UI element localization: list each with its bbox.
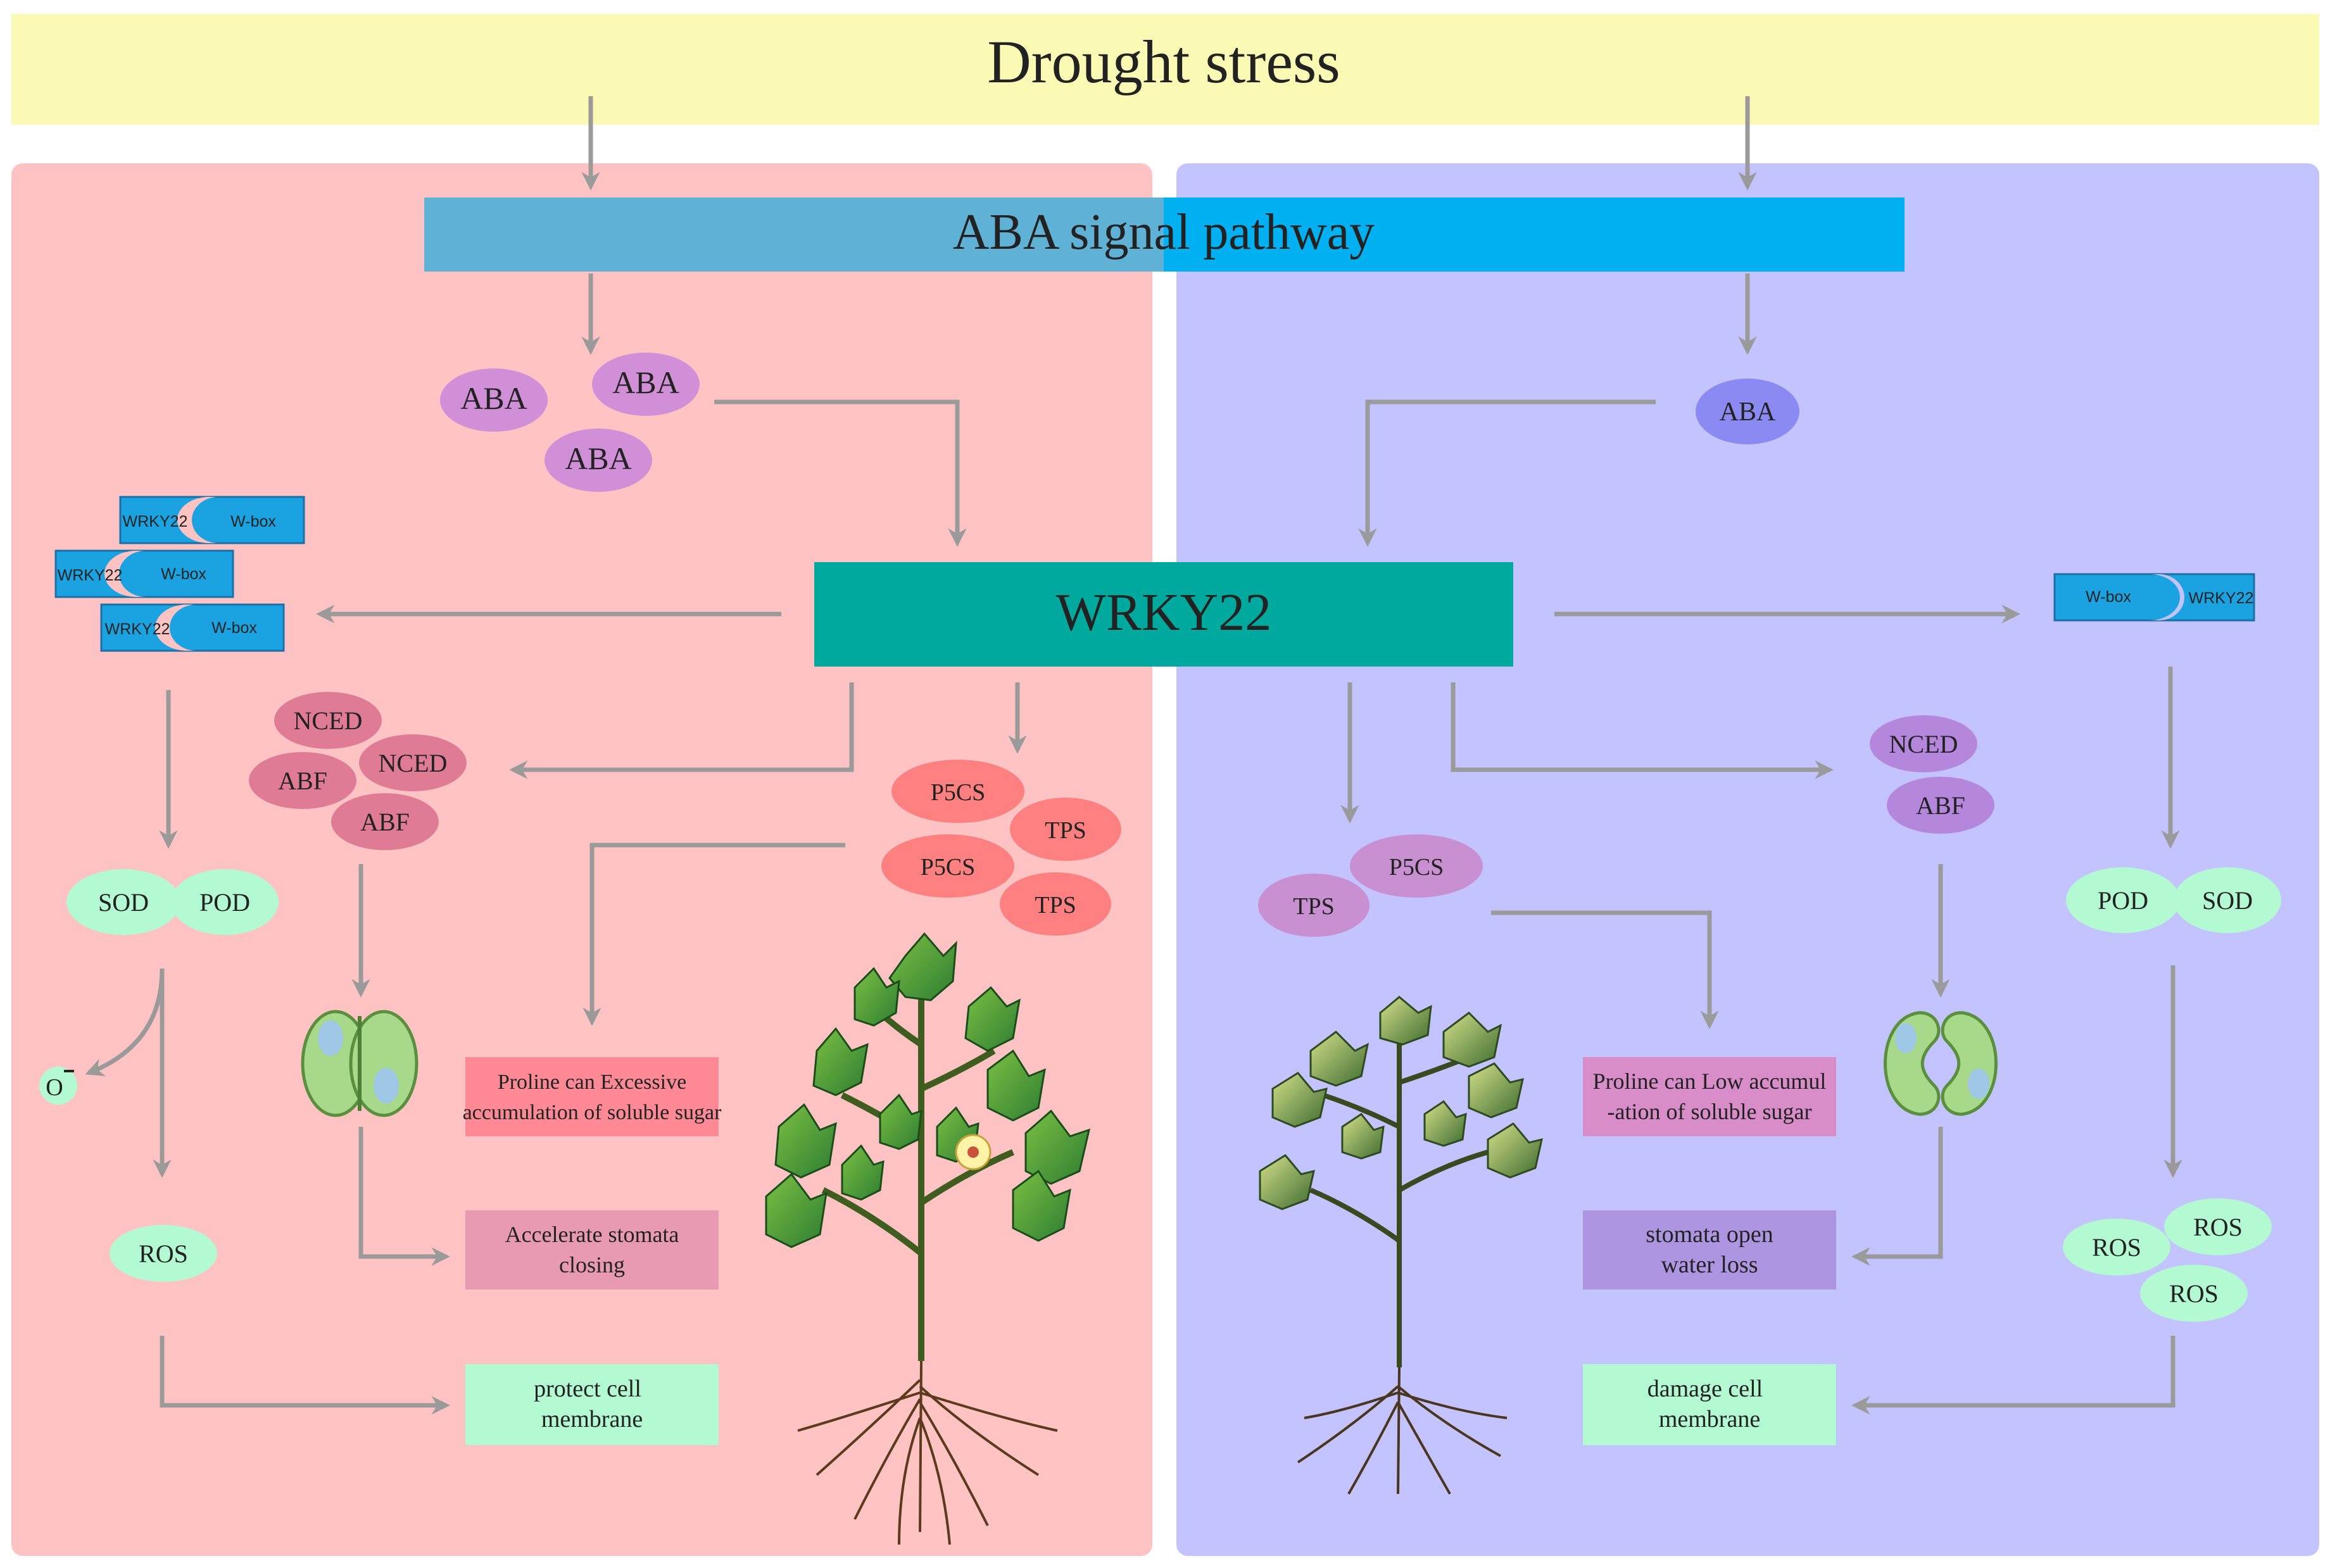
svg-text:closing: closing	[559, 1252, 625, 1277]
wrky-wbox-complex: WRKY22 W-box	[119, 496, 305, 544]
pod-label: POD	[199, 888, 250, 917]
ros-cluster-right: ROS ROS ROS	[2063, 1198, 2272, 1322]
proline-box-left: Proline can Excessive accumulation of so…	[463, 1057, 722, 1136]
svg-text:W-box: W-box	[230, 513, 276, 530]
arrow-ros-to-protect	[160, 1336, 450, 1415]
svg-text:Accelerate stomata: Accelerate stomata	[505, 1222, 679, 1247]
right-panel	[1176, 163, 2319, 1556]
abf-label: ABF	[278, 767, 327, 795]
arrow-p5cs-to-proline-left	[582, 843, 845, 1026]
sod-label: SOD	[98, 888, 149, 917]
protect-box-left: protect cell membrane	[465, 1364, 719, 1445]
svg-text:stomata open: stomata open	[1646, 1221, 1773, 1248]
nced-label: NCED	[294, 706, 363, 735]
drought-plant-icon	[1259, 996, 1543, 1495]
aba-bar-right	[1164, 198, 1905, 272]
proline-box-right: Proline can Low accumul -ation of solubl…	[1583, 1057, 1836, 1136]
arrow-p5cs-to-proline-right	[1491, 910, 1719, 1029]
damage-box-right: damage cell membrane	[1583, 1364, 1836, 1445]
svg-text:WRKY22: WRKY22	[2189, 589, 2254, 607]
nced-abf-cluster-left: NCED NCED ABF ABF	[249, 692, 467, 850]
healthy-cotton-plant-icon	[765, 932, 1091, 1545]
pod-sod-right: POD SOD	[2066, 867, 2281, 933]
aba-ellipse	[545, 429, 652, 492]
wrky22-box	[814, 562, 1513, 667]
aba-label: ABA	[1720, 398, 1776, 427]
svg-text:Proline can Excessive: Proline can Excessive	[498, 1070, 686, 1094]
svg-text:water loss: water loss	[1661, 1251, 1758, 1278]
drought-stress-title: Drought stress	[987, 28, 1340, 96]
arrow-ros-to-damage	[1851, 1336, 2176, 1415]
aba-label: ABA	[612, 365, 679, 400]
arrow-aba-to-wrky-right	[1358, 399, 1656, 547]
svg-text:accumulation of soluble sugar: accumulation of soluble sugar	[463, 1101, 722, 1124]
aba-cluster-left: ABA ABA ABA	[440, 353, 700, 492]
tps-label: TPS	[1293, 893, 1334, 920]
aba-label: ABA	[460, 380, 527, 416]
arrow-stomata-to-box-left	[358, 1127, 450, 1266]
svg-text:WRKY22: WRKY22	[105, 620, 170, 638]
ros-label: ROS	[2092, 1233, 2141, 1262]
abf-label: ABF	[1916, 791, 1965, 820]
tps-label: TPS	[1045, 817, 1086, 844]
stomata-box-left: Accelerate stomata closing	[465, 1210, 719, 1289]
tps-label: TPS	[1035, 892, 1076, 919]
nced-abf-cluster-right: NCED ABF	[1870, 715, 1994, 834]
svg-text:WRKY22: WRKY22	[58, 567, 123, 584]
p5cs-tps-cluster-right: P5CS TPS	[1258, 834, 1483, 937]
svg-text:membrane: membrane	[1659, 1406, 1760, 1433]
svg-text:Proline can Low accumul: Proline can Low accumul	[1593, 1069, 1827, 1094]
sod-pod-left: SOD POD	[66, 869, 279, 935]
arrow-aba-to-wrky-left	[714, 399, 967, 547]
svg-text:W-box: W-box	[211, 619, 257, 637]
pod-label: POD	[2098, 886, 2148, 915]
ros-left: ROS	[110, 1225, 217, 1282]
p5cs-label: P5CS	[1389, 854, 1444, 881]
aba-ellipse	[440, 368, 548, 432]
sod-label: SOD	[2202, 886, 2253, 915]
ros-label: ROS	[2169, 1279, 2219, 1308]
p5cs-label: P5CS	[921, 854, 976, 881]
arrow-stomata-to-box-right	[1851, 1127, 1943, 1266]
stomata-box-right: stomata open water loss	[1583, 1210, 1836, 1289]
svg-text:WRKY22: WRKY22	[123, 513, 188, 530]
wbox-wrky-complex: W-box WRKY22	[2053, 573, 2255, 622]
arrow-wrky-to-nced-right	[1451, 682, 1834, 779]
wrky-wbox-complex: WRKY22 W-box	[54, 549, 234, 598]
svg-text:damage cell: damage cell	[1647, 1376, 1763, 1402]
svg-text:W-box: W-box	[2086, 588, 2131, 606]
arrow-wrky-to-nced-left	[509, 682, 854, 779]
p5cs-tps-cluster-left: P5CS TPS P5CS TPS	[881, 760, 1121, 936]
abf-label: ABF	[360, 808, 410, 836]
svg-text:protect cell: protect cell	[534, 1376, 641, 1402]
arrow-sod-to-superoxide	[85, 968, 165, 1077]
wrky22-title: WRKY22	[1056, 583, 1272, 642]
svg-text:W-box: W-box	[161, 565, 206, 583]
p5cs-label: P5CS	[931, 779, 986, 806]
aba-label: ABA	[565, 441, 632, 476]
aba-signal-pathway-title: ABA signal pathway	[953, 204, 1375, 260]
aba-ellipse	[592, 353, 700, 416]
drought-banner	[11, 14, 2319, 125]
nced-label: NCED	[379, 749, 448, 777]
wrky-wbox-complex: WRKY22 W-box	[100, 603, 285, 652]
superoxide: O	[39, 1067, 77, 1105]
closed-stomata-icon	[301, 1010, 419, 1117]
open-stomata-icon	[1884, 1011, 1998, 1116]
nced-label: NCED	[1889, 730, 1958, 758]
svg-text:membrane: membrane	[541, 1406, 643, 1433]
aba-bar-left	[424, 198, 1165, 272]
svg-text:O: O	[46, 1074, 63, 1101]
arrows	[85, 96, 2182, 1415]
ros-label: ROS	[2193, 1213, 2243, 1241]
ros-label: ROS	[139, 1239, 188, 1268]
svg-text:-ation of soluble sugar: -ation of soluble sugar	[1608, 1099, 1812, 1124]
aba-right: ABA	[1696, 379, 1799, 444]
